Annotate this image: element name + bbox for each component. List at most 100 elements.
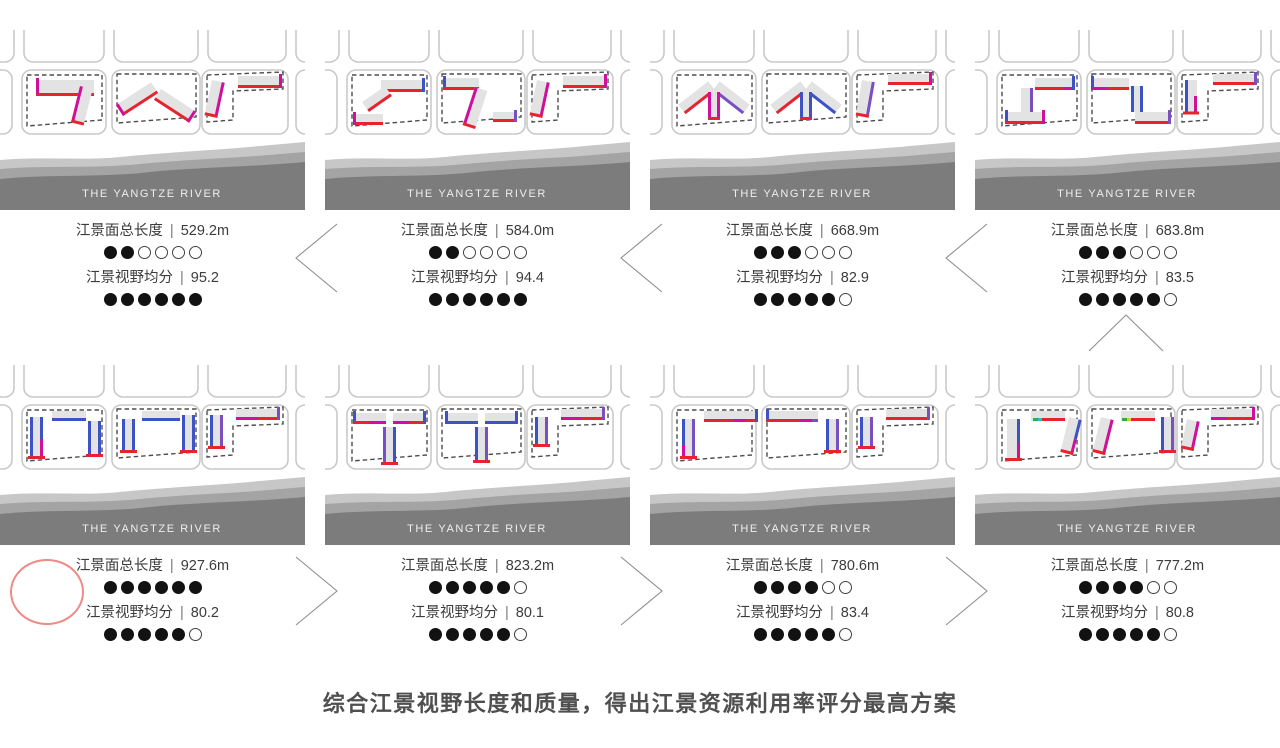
dot-filled bbox=[787, 293, 801, 306]
dot-filled bbox=[462, 581, 476, 594]
dot-filled bbox=[137, 628, 151, 641]
rating-dots-score bbox=[650, 293, 955, 306]
rating-dots-score bbox=[975, 293, 1280, 306]
river-band-label: THE YANGTZE RIVER bbox=[407, 523, 547, 535]
dot-filled bbox=[188, 581, 202, 594]
metric-length-value: 823.2m bbox=[505, 558, 555, 574]
metrics-block: 江景面总长度|780.6m 江景视野均分|83.4 bbox=[650, 557, 955, 641]
metric-length: 江景面总长度|668.9m bbox=[725, 223, 880, 239]
scheme-panel-top-1: THE YANGTZE RIVER 江景面总长度|529.2m 江景视野均分|9… bbox=[0, 30, 305, 316]
rating-dots-score bbox=[650, 628, 955, 641]
dot-filled bbox=[1112, 628, 1126, 641]
dot-filled bbox=[1129, 581, 1143, 594]
dot-filled bbox=[1078, 628, 1092, 641]
dot-empty bbox=[188, 628, 202, 641]
rating-dots-length bbox=[0, 581, 305, 594]
dot-filled bbox=[462, 628, 476, 641]
dot-empty bbox=[462, 246, 476, 259]
dot-filled bbox=[428, 246, 442, 259]
scheme-panel-top-3: THE YANGTZE RIVER 江景面总长度|668.9m 江景视野均分|8… bbox=[650, 30, 955, 316]
metric-length: 江景面总长度|780.6m bbox=[725, 558, 880, 574]
caption: 综合江景视野长度和质量，得出江景资源利用率评分最高方案 bbox=[322, 691, 958, 716]
chevron-right-icon bbox=[620, 556, 663, 626]
rating-dots-score bbox=[975, 628, 1280, 641]
site-plan: THE YANGTZE RIVER bbox=[975, 30, 1280, 210]
dot-filled bbox=[120, 581, 134, 594]
metrics-block: 江景面总长度|668.9m 江景视野均分|82.9 bbox=[650, 222, 955, 306]
dot-empty bbox=[513, 581, 527, 594]
dot-filled bbox=[154, 581, 168, 594]
dot-filled bbox=[513, 293, 527, 306]
metric-score: 江景视野均分|95.2 bbox=[85, 270, 219, 286]
dot-filled bbox=[103, 628, 117, 641]
metric-length: 江景面总长度|584.0m bbox=[400, 223, 555, 239]
dot-empty bbox=[479, 246, 493, 259]
metric-score-value: 80.1 bbox=[515, 605, 544, 621]
dot-filled bbox=[804, 581, 818, 594]
river-band-label: THE YANGTZE RIVER bbox=[732, 188, 872, 200]
highlight-circle bbox=[10, 559, 84, 625]
rating-dots-length bbox=[0, 246, 305, 259]
river-band-label: THE YANGTZE RIVER bbox=[732, 523, 872, 535]
metric-score-value: 82.9 bbox=[840, 270, 869, 286]
river-band-label: THE YANGTZE RIVER bbox=[82, 523, 222, 535]
dot-filled bbox=[120, 293, 134, 306]
scheme-panel-bottom-1: THE YANGTZE RIVER 江景面总长度|927.6m 江景视野均分|8… bbox=[0, 365, 305, 651]
river-band-label: THE YANGTZE RIVER bbox=[407, 188, 547, 200]
site-plan: THE YANGTZE RIVER bbox=[0, 30, 305, 210]
river-band-label: THE YANGTZE RIVER bbox=[1057, 188, 1197, 200]
dot-filled bbox=[787, 246, 801, 259]
dot-empty bbox=[137, 246, 151, 259]
metric-length: 江景面总长度|683.8m bbox=[1050, 223, 1205, 239]
dot-filled bbox=[445, 293, 459, 306]
metric-score: 江景视野均分|83.5 bbox=[1060, 270, 1194, 286]
metrics-block: 江景面总长度|927.6m 江景视野均分|80.2 bbox=[0, 557, 305, 641]
metric-length: 江景面总长度|823.2m bbox=[400, 558, 555, 574]
dot-filled bbox=[103, 293, 117, 306]
dot-empty bbox=[838, 246, 852, 259]
dot-empty bbox=[821, 246, 835, 259]
dot-empty bbox=[154, 246, 168, 259]
dot-filled bbox=[787, 581, 801, 594]
rating-dots-score bbox=[0, 293, 305, 306]
dot-filled bbox=[1095, 293, 1109, 306]
site-plan: THE YANGTZE RIVER bbox=[650, 365, 955, 545]
buildings bbox=[28, 407, 280, 459]
scheme-panel-top-4: THE YANGTZE RIVER 江景面总长度|683.8m 江景视野均分|8… bbox=[975, 30, 1280, 316]
metric-score: 江景视野均分|82.9 bbox=[735, 270, 869, 286]
dot-filled bbox=[137, 293, 151, 306]
buildings bbox=[678, 72, 932, 120]
dot-empty bbox=[1146, 246, 1160, 259]
dot-filled bbox=[1112, 246, 1126, 259]
dot-filled bbox=[753, 293, 767, 306]
chevron-right-icon bbox=[945, 556, 988, 626]
metrics-block: 江景面总长度|529.2m 江景视野均分|95.2 bbox=[0, 222, 305, 306]
dot-empty bbox=[496, 246, 510, 259]
dot-empty bbox=[1163, 628, 1177, 641]
dot-filled bbox=[428, 293, 442, 306]
scheme-panel-bottom-4: THE YANGTZE RIVER 江景面总长度|777.2m 江景视野均分|8… bbox=[975, 365, 1280, 651]
dot-empty bbox=[513, 628, 527, 641]
metrics-block: 江景面总长度|683.8m 江景视野均分|83.5 bbox=[975, 222, 1280, 306]
dot-filled bbox=[428, 581, 442, 594]
metric-length: 江景面总长度|777.2m bbox=[1050, 558, 1205, 574]
river-band-label: THE YANGTZE RIVER bbox=[82, 188, 222, 200]
dot-filled bbox=[496, 628, 510, 641]
dot-empty bbox=[1163, 246, 1177, 259]
dot-empty bbox=[838, 581, 852, 594]
dot-filled bbox=[479, 293, 493, 306]
metric-length: 江景面总长度|927.6m bbox=[75, 558, 230, 574]
metric-score-value: 95.2 bbox=[190, 270, 219, 286]
dot-filled bbox=[462, 293, 476, 306]
dot-empty bbox=[1146, 581, 1160, 594]
chevron-left-icon bbox=[295, 223, 338, 293]
dot-filled bbox=[821, 628, 835, 641]
dot-filled bbox=[479, 628, 493, 641]
dot-filled bbox=[171, 293, 185, 306]
metric-score-value: 80.2 bbox=[190, 605, 219, 621]
site-plan: THE YANGTZE RIVER bbox=[325, 30, 630, 210]
dot-filled bbox=[120, 246, 134, 259]
dot-empty bbox=[804, 246, 818, 259]
dot-empty bbox=[838, 628, 852, 641]
chevron-left-icon bbox=[620, 223, 663, 293]
